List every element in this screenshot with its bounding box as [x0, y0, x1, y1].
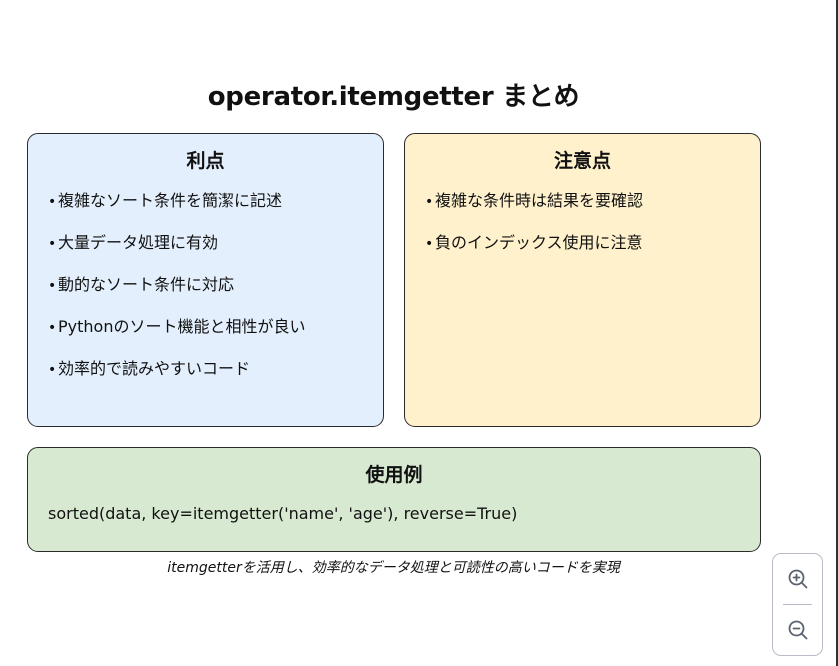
zoom-controls — [772, 553, 823, 656]
example-box: 使用例 sorted(data, key=itemgetter('name', … — [27, 447, 761, 552]
zoom-out-button[interactable] — [773, 605, 822, 655]
list-item: •Pythonのソート機能と相性が良い — [48, 316, 305, 358]
bullet-icon: • — [48, 362, 57, 378]
list-item: •動的なソート条件に対応 — [48, 274, 305, 316]
example-heading: 使用例 — [365, 464, 423, 486]
page-title: operator.itemgetter まとめ — [207, 82, 580, 112]
list-item: •負のインデックス使用に注意 — [425, 232, 643, 274]
pros-heading: 利点 — [186, 150, 225, 172]
list-item: •複雑なソート条件を簡潔に記述 — [48, 190, 305, 232]
list-item: •複雑な条件時は結果を要確認 — [425, 190, 643, 232]
bullet-icon: • — [425, 194, 434, 210]
bullet-icon: • — [48, 194, 57, 210]
zoom-in-icon — [788, 569, 807, 589]
scrollbar-edge — [836, 0, 838, 666]
cons-list: •複雑な条件時は結果を要確認 •負のインデックス使用に注意 — [425, 190, 643, 274]
list-item: •効率的で読みやすいコード — [48, 358, 305, 400]
bullet-icon: • — [48, 320, 57, 336]
pros-list: •複雑なソート条件を簡潔に記述 •大量データ処理に有効 •動的なソート条件に対応… — [48, 190, 305, 400]
bullet-icon: • — [425, 236, 434, 252]
bullet-icon: • — [48, 236, 57, 252]
cons-box: 注意点 •複雑な条件時は結果を要確認 •負のインデックス使用に注意 — [404, 133, 761, 427]
summary-caption: itemgetterを活用し、効率的なデータ処理と可読性の高いコードを実現 — [167, 560, 620, 576]
example-code: sorted(data, key=itemgetter('name', 'age… — [48, 504, 518, 523]
bullet-icon: • — [48, 278, 57, 294]
zoom-divider — [783, 604, 812, 605]
zoom-out-icon — [788, 620, 807, 640]
zoom-in-button[interactable] — [773, 554, 822, 604]
list-item: •大量データ処理に有効 — [48, 232, 305, 274]
cons-heading: 注意点 — [553, 150, 611, 172]
pros-box: 利点 •複雑なソート条件を簡潔に記述 •大量データ処理に有効 •動的なソート条件… — [27, 133, 384, 427]
